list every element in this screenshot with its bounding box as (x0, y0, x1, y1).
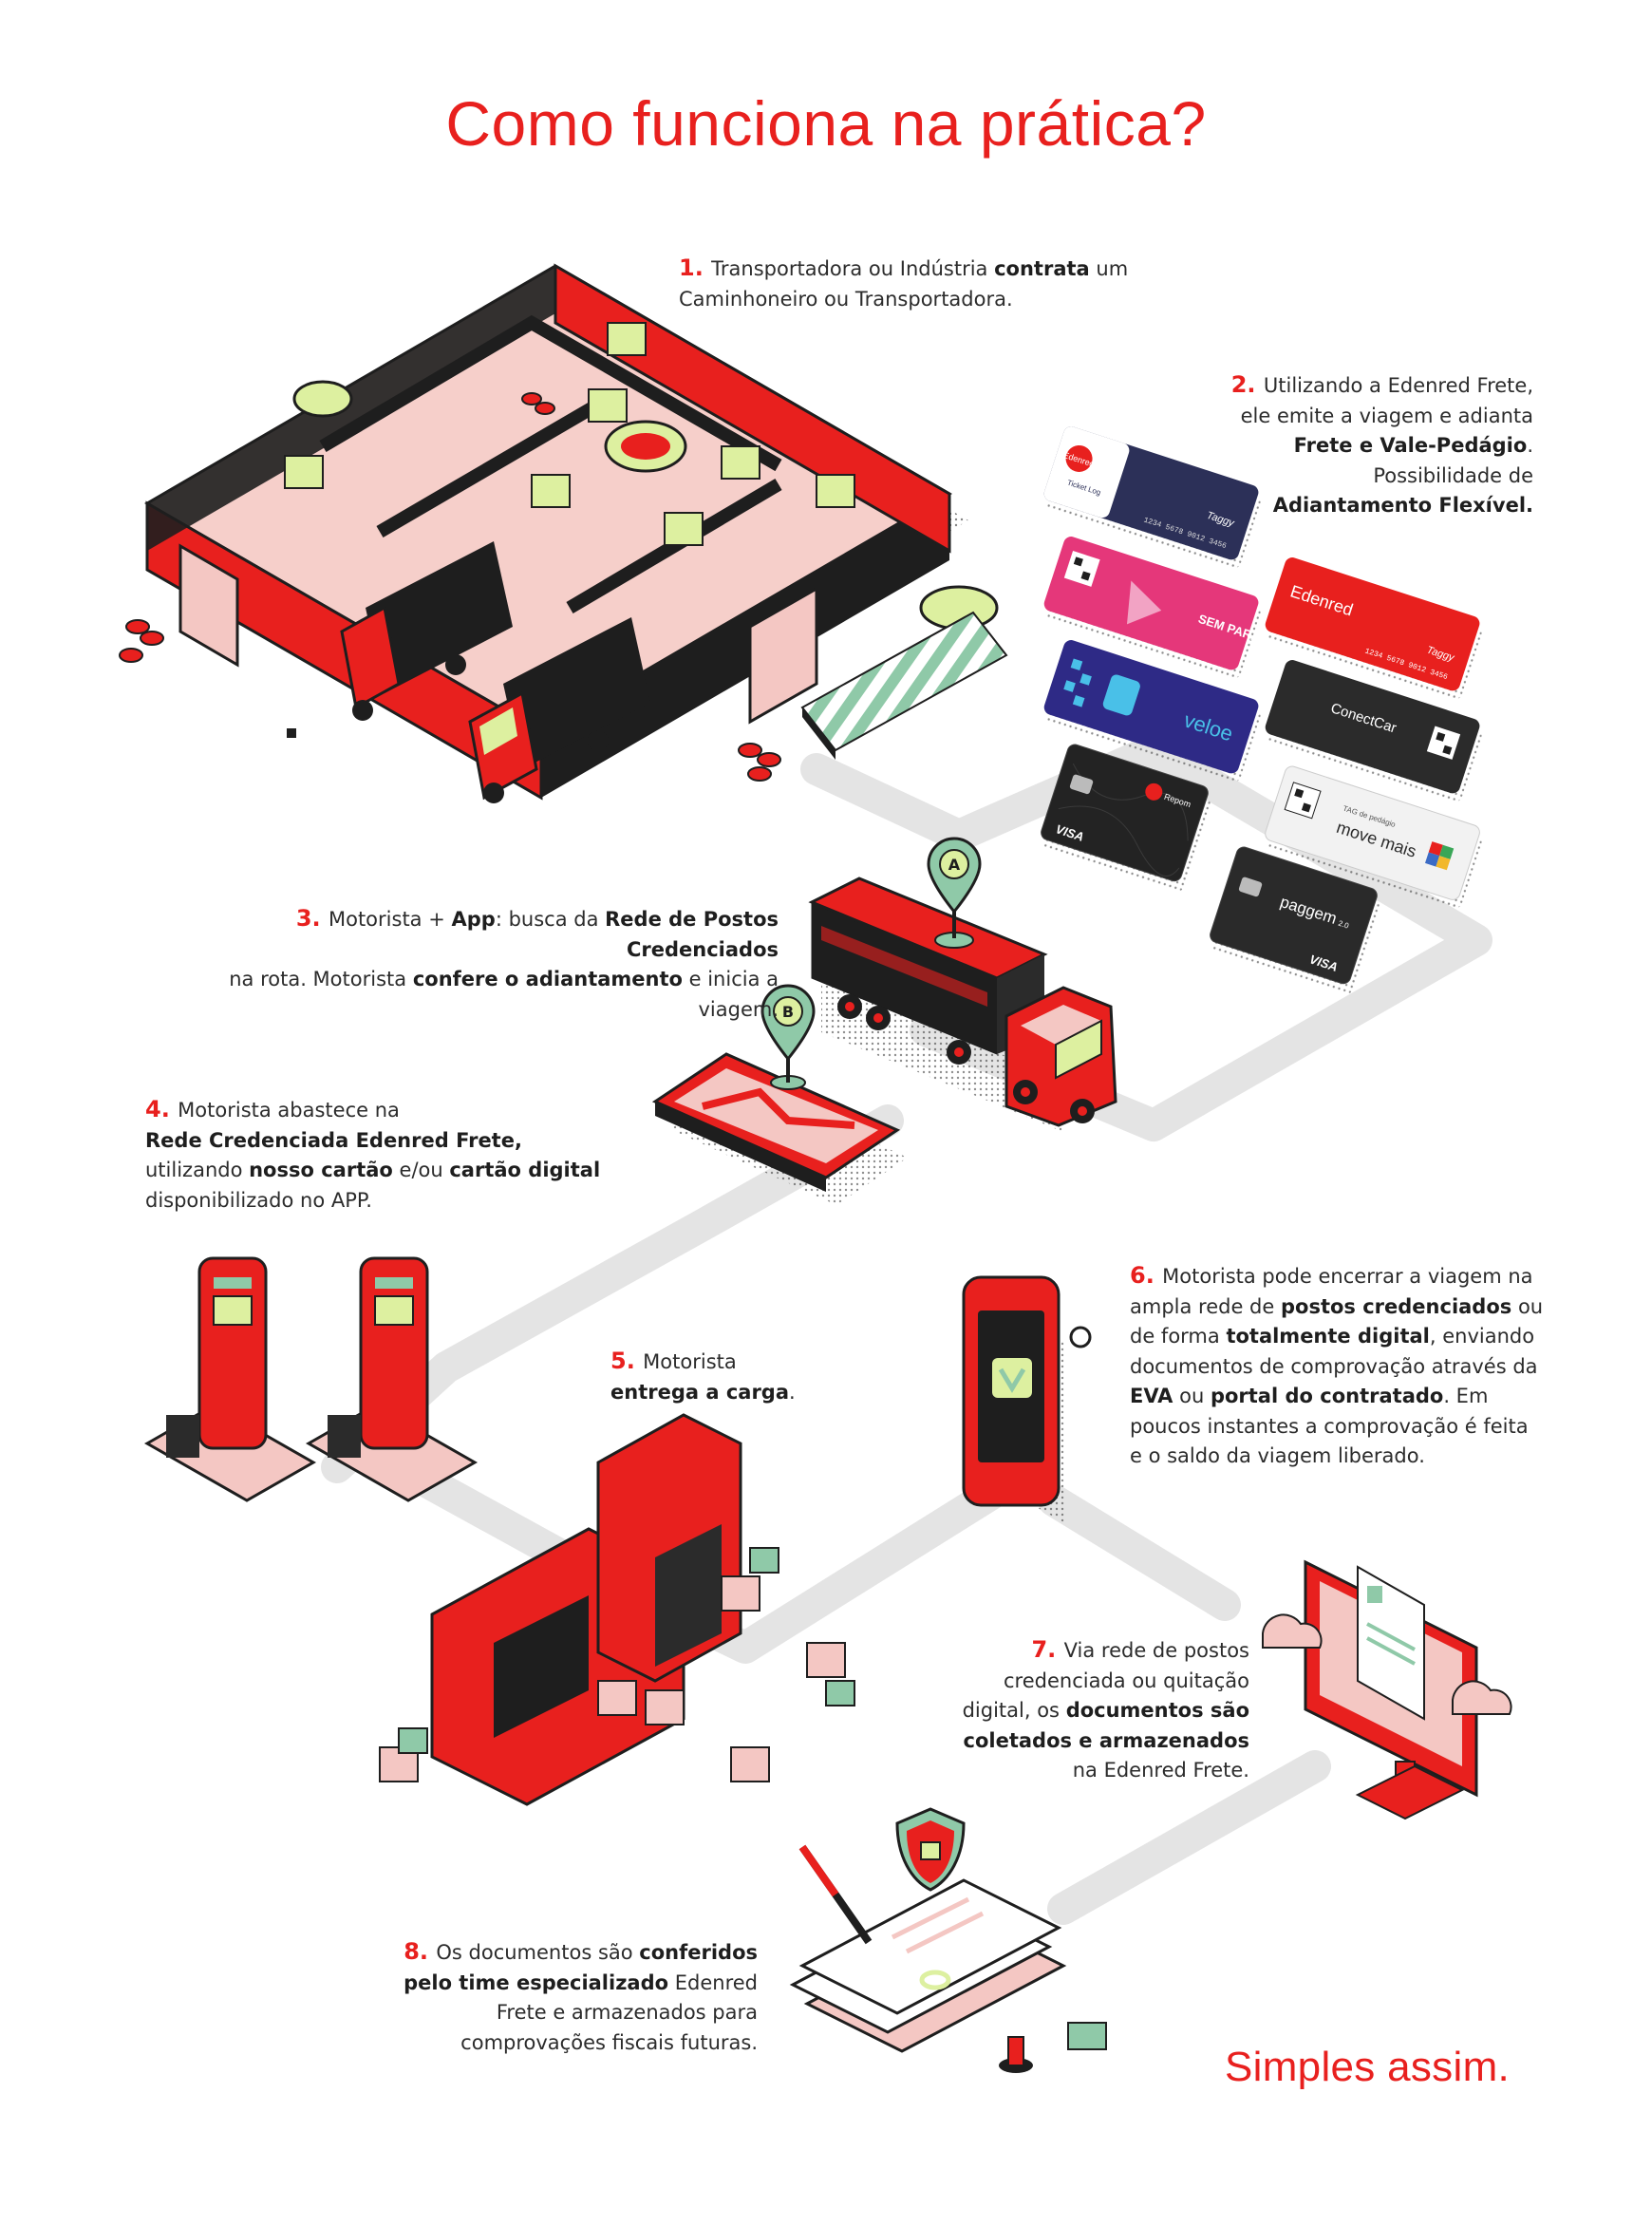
step-text: documentos de comprovação através da (1130, 1354, 1538, 1378)
step-5-text: 5. Motorista entrega a carga. (610, 1347, 796, 1407)
step-number: 4. (145, 1096, 178, 1122)
step-number: 2. (1230, 371, 1264, 398)
taggy-tag: Edenred Ticket Log Taggy 1234 5678 9012 … (1043, 426, 1261, 569)
step-number: 1. (679, 255, 712, 281)
step-text-bold: pelo time especializado (404, 1970, 669, 1994)
step-text: . (1527, 434, 1533, 457)
step-text: . Em (1443, 1385, 1489, 1407)
fuel-pumps-illustration (143, 1256, 479, 1502)
step-text-bold: EVA (1130, 1385, 1173, 1407)
step-text: Frete e armazenados para (496, 2001, 758, 2024)
step-text: Edenred (668, 1970, 758, 1994)
toll-tags-and-cards: Edenred Ticket Log Taggy 1234 5678 9012 … (1041, 426, 1482, 995)
map-pin-b-icon: B (760, 984, 816, 1090)
step-text: Motorista abastece na (178, 1099, 400, 1122)
step-text: Os documentos são (436, 1941, 640, 1964)
step-text-bold: confere o adiantamento (412, 968, 683, 990)
step-text-bold: nosso cartão (249, 1159, 393, 1181)
step-text-bold: documentos são (1065, 1699, 1249, 1722)
pin-a-label: A (948, 856, 961, 874)
step-text: um (1089, 257, 1129, 280)
step-text: Motorista + (328, 908, 452, 931)
monitor-documents-illustration (1262, 1559, 1512, 1820)
paggem-number: 2.0 (1337, 919, 1350, 931)
step-number: 8. (404, 1938, 437, 1965)
smartphone-eva-illustration (962, 1275, 1092, 1523)
step-text: poucos instantes a comprovação é feita (1130, 1414, 1529, 1438)
step-number: 5. (610, 1348, 644, 1374)
step-6-text: 6. Motorista pode encerrar a viagem na am… (1130, 1261, 1543, 1472)
pin-b-label: B (782, 1003, 794, 1021)
verified-documents-illustration (789, 1807, 1107, 2073)
step-text-bold: totalmente digital (1226, 1325, 1430, 1348)
step-text: credenciada ou quitação (1004, 1669, 1249, 1692)
step-text: Transportadora ou Indústria (711, 257, 995, 280)
sem-parar-tag: SEM PARAR (1043, 537, 1271, 679)
step-text: na rota. Motorista (229, 968, 413, 990)
step-text: comprovações fiscais futuras. (460, 2030, 758, 2054)
step-text-bold: App (451, 908, 496, 931)
step-text: ou (1511, 1294, 1544, 1318)
step-text: Via rede de postos (1063, 1639, 1249, 1662)
paggem-card: paggem 2.0 VISA (1210, 846, 1380, 995)
step-text-bold: conferidos (639, 1941, 758, 1964)
step-text: Motorista (643, 1350, 737, 1373)
visa-black-card: Repom VISA (1041, 744, 1211, 893)
conectcar-tag: ConectCar (1265, 660, 1482, 802)
step-text-bold: contrata (994, 257, 1090, 280)
step-text-bold: cartão digital (449, 1159, 601, 1181)
step-text-bold: Rede Credenciada Edenred Frete, (145, 1128, 522, 1152)
step-text-bold: Rede de Postos Credenciados (605, 908, 779, 961)
warehouse-illustration (119, 263, 1008, 801)
step-text: e o saldo da viagem liberado. (1130, 1444, 1425, 1467)
step-7-text: 7. Via rede de postos credenciada ou quit… (949, 1635, 1249, 1786)
step-number: 3. (295, 905, 329, 932)
step-text-bold: Frete e Vale-Pedágio (1293, 434, 1528, 457)
step-text: Utilizando a Edenred Frete, (1263, 374, 1533, 397)
step-text: de forma (1130, 1325, 1227, 1348)
step-text: ou (1173, 1385, 1211, 1407)
veloe-tag: veloe (1043, 640, 1261, 783)
step-number: 7. (1031, 1636, 1064, 1663)
step-8-text: 8. Os documentos são conferidos pelo time… (361, 1937, 758, 2058)
page-title: Como funciona na prática? (445, 88, 1207, 159)
step-text: : busca da (495, 908, 606, 931)
delivery-building-illustration (379, 1413, 855, 1806)
step-1-text: 1. Transportadora ou Indústria contrata … (679, 254, 1128, 314)
step-text: ampla rede de (1130, 1294, 1281, 1318)
step-text: ele emite a viagem e adianta (1240, 404, 1533, 427)
map-pin-a-icon: A (927, 837, 982, 949)
step-text: . (789, 1380, 796, 1404)
step-text-bold: portal do contratado (1210, 1385, 1444, 1407)
step-3-text: 3. Motorista + App: busca da Rede de Pos… (152, 904, 779, 1025)
step-text: e inicia a viagem. (682, 968, 779, 1021)
closing-text: Simples assim. (1225, 2044, 1511, 2090)
step-text-bold: entrega a carga (610, 1380, 790, 1404)
edenred-tag: Edenred Taggy 1234 5678 9012 3456 (1265, 557, 1482, 700)
step-number: 6. (1130, 1262, 1163, 1289)
step-text: digital, os (962, 1699, 1066, 1722)
step-text: Caminhoneiro ou Transportadora. (679, 287, 1013, 311)
move-mais-tag: TAG de pedágio move mais (1265, 765, 1482, 909)
step-text-bold: coletados e armazenados (963, 1728, 1249, 1752)
step-2-text: 2. Utilizando a Edenred Frete, ele emite … (1149, 370, 1533, 521)
step-text: disponibilizado no APP. (145, 1188, 372, 1212)
phone-map-illustration (651, 1052, 908, 1205)
step-text: utilizando (145, 1159, 250, 1181)
step-text-bold: Adiantamento Flexível. (1272, 494, 1533, 517)
step-text: , enviando (1429, 1325, 1535, 1348)
semi-truck-illustration (808, 877, 1117, 1132)
step-text: Possibilidade de (1373, 463, 1533, 487)
step-4-text: 4. Motorista abastece na Rede Credenciada… (145, 1095, 600, 1216)
step-text: Motorista pode encerrar a viagem na (1162, 1265, 1533, 1288)
delivery-trucks-illustration (340, 541, 650, 803)
step-text-bold: postos credenciados (1280, 1294, 1512, 1318)
step-text: na Edenred Frete. (1072, 1759, 1249, 1782)
step-text: e/ou (392, 1159, 450, 1181)
